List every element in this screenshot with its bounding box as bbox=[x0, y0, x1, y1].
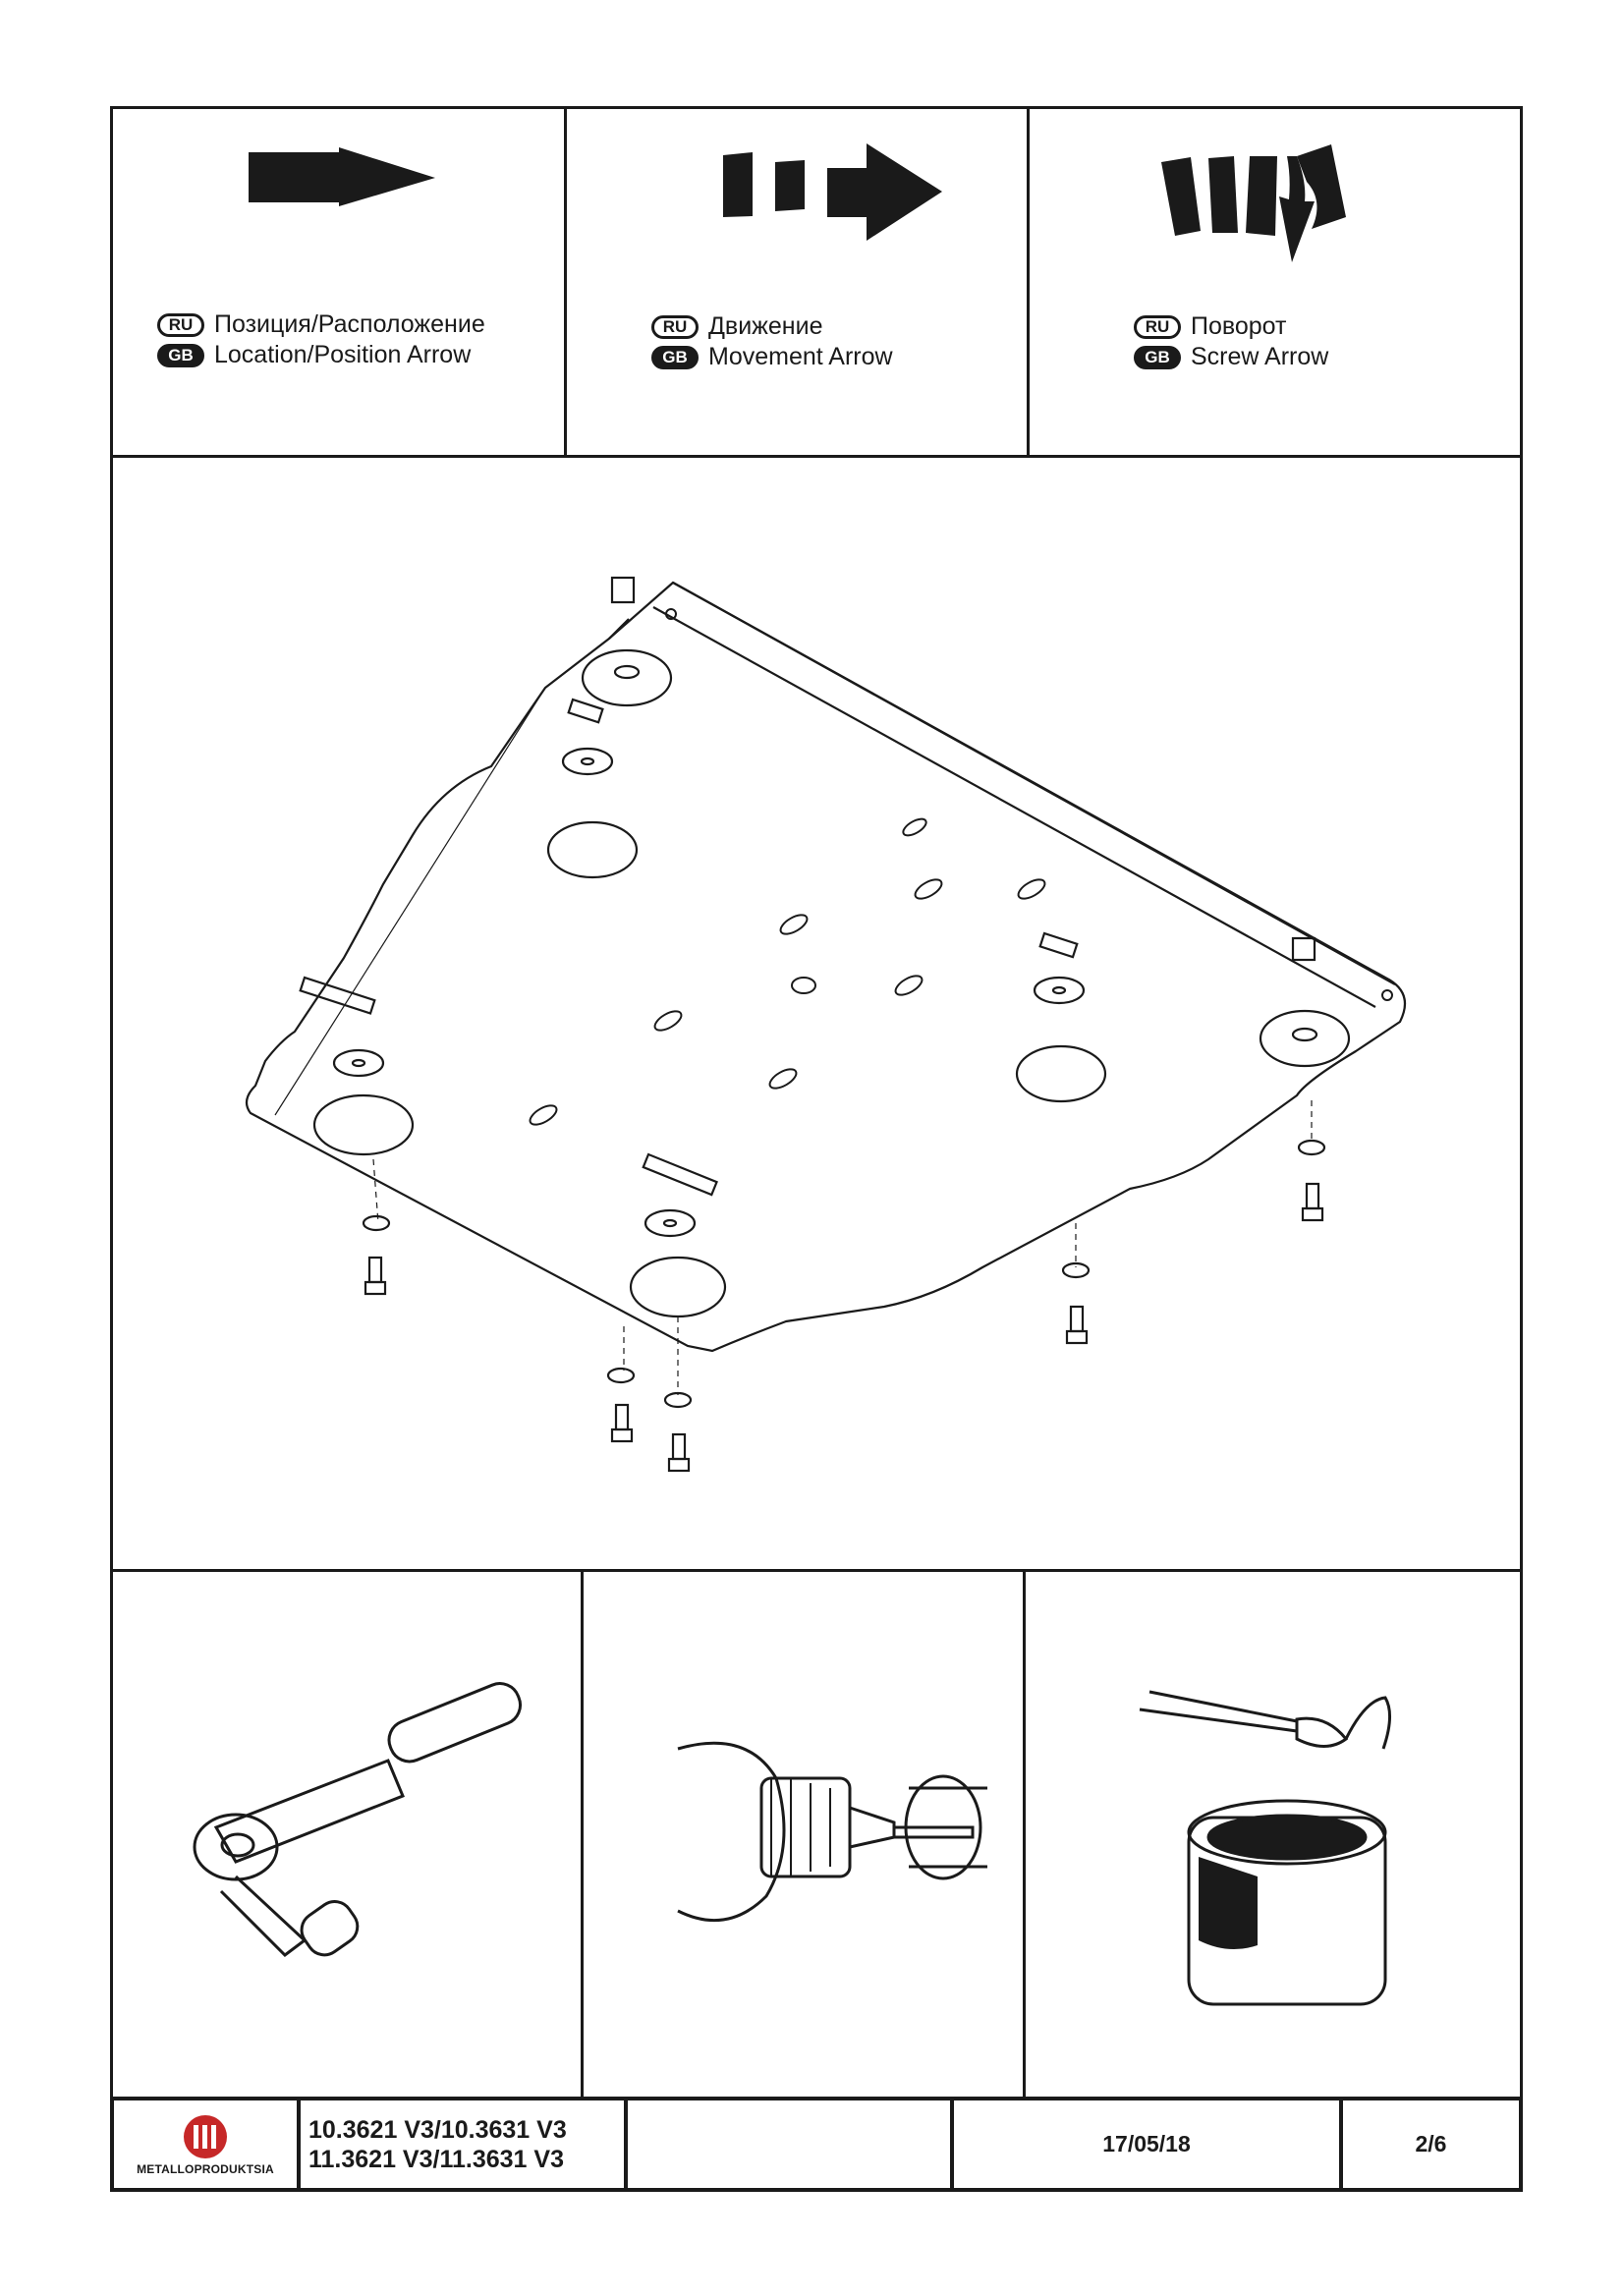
legend-gb-text: Location/Position Arrow bbox=[214, 341, 472, 368]
location-arrow-icon bbox=[249, 147, 435, 206]
logo-cell: METALLOPRODUKTSIA bbox=[114, 2100, 301, 2188]
title-block: METALLOPRODUKTSIA 10.3621 V3/10.3631 V3 … bbox=[110, 2097, 1523, 2192]
legend-gb-text: Movement Arrow bbox=[708, 343, 893, 370]
divider-top-1 bbox=[564, 106, 567, 457]
legend-ru-text: Поворот bbox=[1191, 312, 1287, 340]
screw-arrow-icon bbox=[1161, 144, 1346, 262]
legend-gb-text: Screw Arrow bbox=[1191, 343, 1329, 370]
gb-badge: GB bbox=[1134, 345, 1181, 369]
skid-plate-assembly-drawing bbox=[245, 576, 1407, 1473]
ru-badge: RU bbox=[1134, 314, 1181, 339]
date-field: 17/05/18 bbox=[954, 2100, 1343, 2188]
legend-screw: RU Поворот GB Screw Arrow bbox=[1134, 311, 1328, 372]
divider-top-row bbox=[110, 455, 1523, 458]
part-code-line-2: 11.3621 V3/11.3631 V3 bbox=[308, 2145, 564, 2173]
gb-badge: GB bbox=[157, 343, 204, 367]
divider-mid-row bbox=[110, 1569, 1523, 1572]
divider-bot-1 bbox=[581, 1569, 584, 2100]
part-code-line-1: 10.3621 V3/10.3631 V3 bbox=[308, 2115, 567, 2144]
blank-field bbox=[628, 2100, 954, 2188]
gb-badge: GB bbox=[651, 345, 699, 369]
company-logo-icon bbox=[184, 2114, 227, 2158]
legend-movement: RU Движение GB Movement Arrow bbox=[651, 311, 893, 372]
part-codes: 10.3621 V3/10.3631 V3 11.3621 V3/11.3631… bbox=[301, 2100, 628, 2188]
movement-arrow-icon bbox=[723, 143, 942, 241]
ru-badge: RU bbox=[651, 314, 699, 339]
legend-location: RU Позиция/Расположение GB Location/Positi… bbox=[157, 309, 485, 370]
legend-ru-text: Позиция/Расположение bbox=[214, 310, 485, 338]
hole-saw-drill-icon bbox=[677, 1741, 987, 1923]
legend-ru-text: Движение bbox=[708, 312, 823, 340]
paint-brush-and-can-icon bbox=[1139, 1690, 1391, 2006]
ru-badge: RU bbox=[157, 312, 204, 337]
divider-top-2 bbox=[1027, 106, 1030, 457]
logo-text: METALLOPRODUKTSIA bbox=[137, 2161, 274, 2176]
divider-bot-2 bbox=[1023, 1569, 1026, 2100]
ratchet-wrench-icon bbox=[193, 1682, 523, 1957]
page-number: 2/6 bbox=[1415, 2131, 1447, 2156]
